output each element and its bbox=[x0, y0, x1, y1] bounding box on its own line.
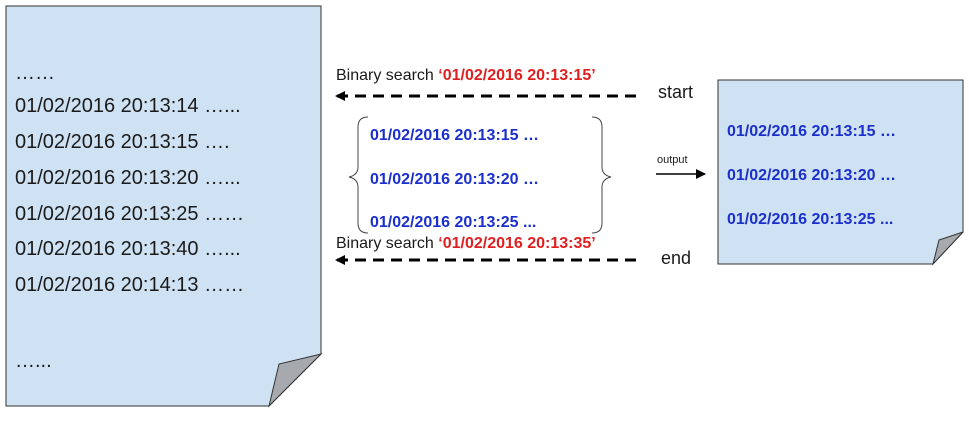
log-line: 01/02/2016 20:13:15 …. bbox=[15, 131, 230, 153]
start-search-prefix: Binary search bbox=[336, 67, 438, 84]
log-line-ellipsis-top: …… bbox=[15, 62, 55, 84]
end-search-label: Binary search ‘01/02/2016 20:13:35’ bbox=[336, 235, 596, 252]
log-file-page-fold bbox=[268, 353, 323, 408]
output-file-page-fold bbox=[932, 231, 964, 266]
end-endpoint-label: end bbox=[661, 248, 691, 268]
log-line: 01/02/2016 20:14:13 …… bbox=[15, 274, 244, 296]
log-line: 01/02/2016 20:13:25 …… bbox=[15, 203, 244, 225]
output-line: 01/02/2016 20:13:20 … bbox=[727, 167, 896, 184]
start-search-timestamp: ‘01/02/2016 20:13:15’ bbox=[438, 67, 595, 84]
left-brace bbox=[348, 116, 369, 234]
matched-line: 01/02/2016 20:13:25 ... bbox=[370, 214, 536, 231]
output-label: output bbox=[657, 154, 688, 166]
matched-range-group: 01/02/2016 20:13:15 … 01/02/2016 20:13:2… bbox=[348, 116, 612, 234]
right-brace bbox=[591, 116, 612, 234]
end-search-timestamp: ‘01/02/2016 20:13:35’ bbox=[438, 235, 595, 252]
output-line: 01/02/2016 20:13:25 ... bbox=[727, 211, 893, 228]
output-line: 01/02/2016 20:13:15 … bbox=[727, 123, 896, 140]
start-search-label: Binary search ‘01/02/2016 20:13:15’ bbox=[336, 67, 596, 84]
log-line: 01/02/2016 20:13:20 …... bbox=[15, 167, 241, 189]
start-endpoint-label: start bbox=[658, 82, 693, 102]
log-line: 01/02/2016 20:13:40 …... bbox=[15, 238, 241, 260]
matched-line: 01/02/2016 20:13:20 … bbox=[370, 171, 539, 188]
end-search-prefix: Binary search bbox=[336, 235, 438, 252]
log-file-document: …… 01/02/2016 20:13:14 …... 01/02/2016 2… bbox=[5, 5, 323, 408]
output-file-document: 01/02/2016 20:13:15 … 01/02/2016 20:13:2… bbox=[717, 79, 964, 266]
matched-line: 01/02/2016 20:13:15 … bbox=[370, 127, 539, 144]
log-line-ellipsis-bottom: …... bbox=[15, 350, 52, 372]
log-line: 01/02/2016 20:13:14 …... bbox=[15, 95, 241, 117]
